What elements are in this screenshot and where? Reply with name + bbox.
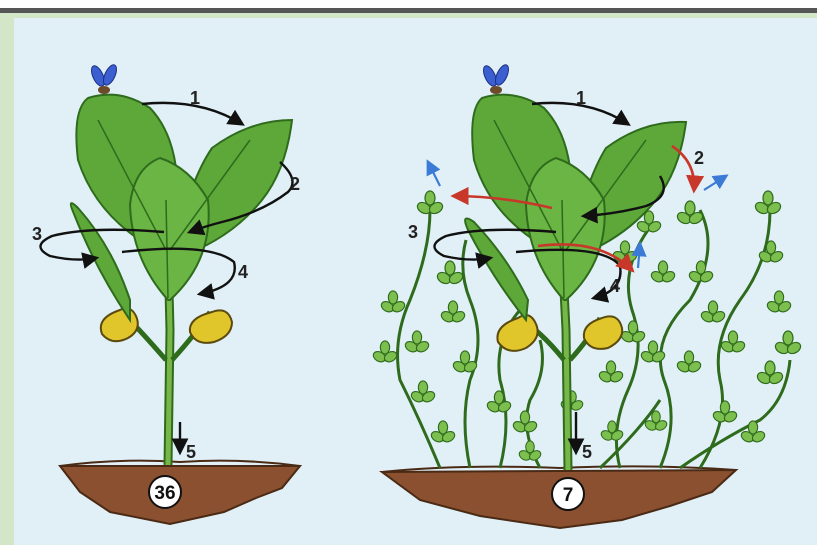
- left-plant: 1 2 3 4 5 36: [32, 63, 300, 524]
- right-cotyledon-left: [497, 315, 537, 351]
- right-plant: 1 2 3 4 5 7: [371, 63, 802, 528]
- right-step-label-4: 4: [610, 276, 620, 296]
- left-step-label-2: 2: [290, 174, 300, 194]
- left-step-label-1: 1: [190, 88, 200, 108]
- right-step-label-5: 5: [582, 442, 592, 462]
- left-count-value: 36: [154, 483, 175, 504]
- left-step-label-4: 4: [238, 262, 248, 282]
- right-count-value: 7: [563, 485, 574, 506]
- right-step-label-3: 3: [408, 222, 418, 242]
- right-aphid-icon: [481, 63, 511, 94]
- right-step-label-2: 2: [694, 148, 704, 168]
- left-cotyledon-right: [190, 310, 232, 343]
- left-step-label-3: 3: [32, 224, 42, 244]
- left-cotyledon-left: [101, 308, 138, 341]
- left-aphid-icon: [89, 63, 119, 94]
- right-blue-arrow-b: [704, 176, 726, 190]
- right-cotyledon-right: [584, 316, 622, 349]
- left-step-label-5: 5: [186, 442, 196, 462]
- right-blue-arrow-a: [428, 162, 440, 186]
- right-step-label-1: 1: [576, 88, 586, 108]
- right-leaf-small: [465, 218, 528, 320]
